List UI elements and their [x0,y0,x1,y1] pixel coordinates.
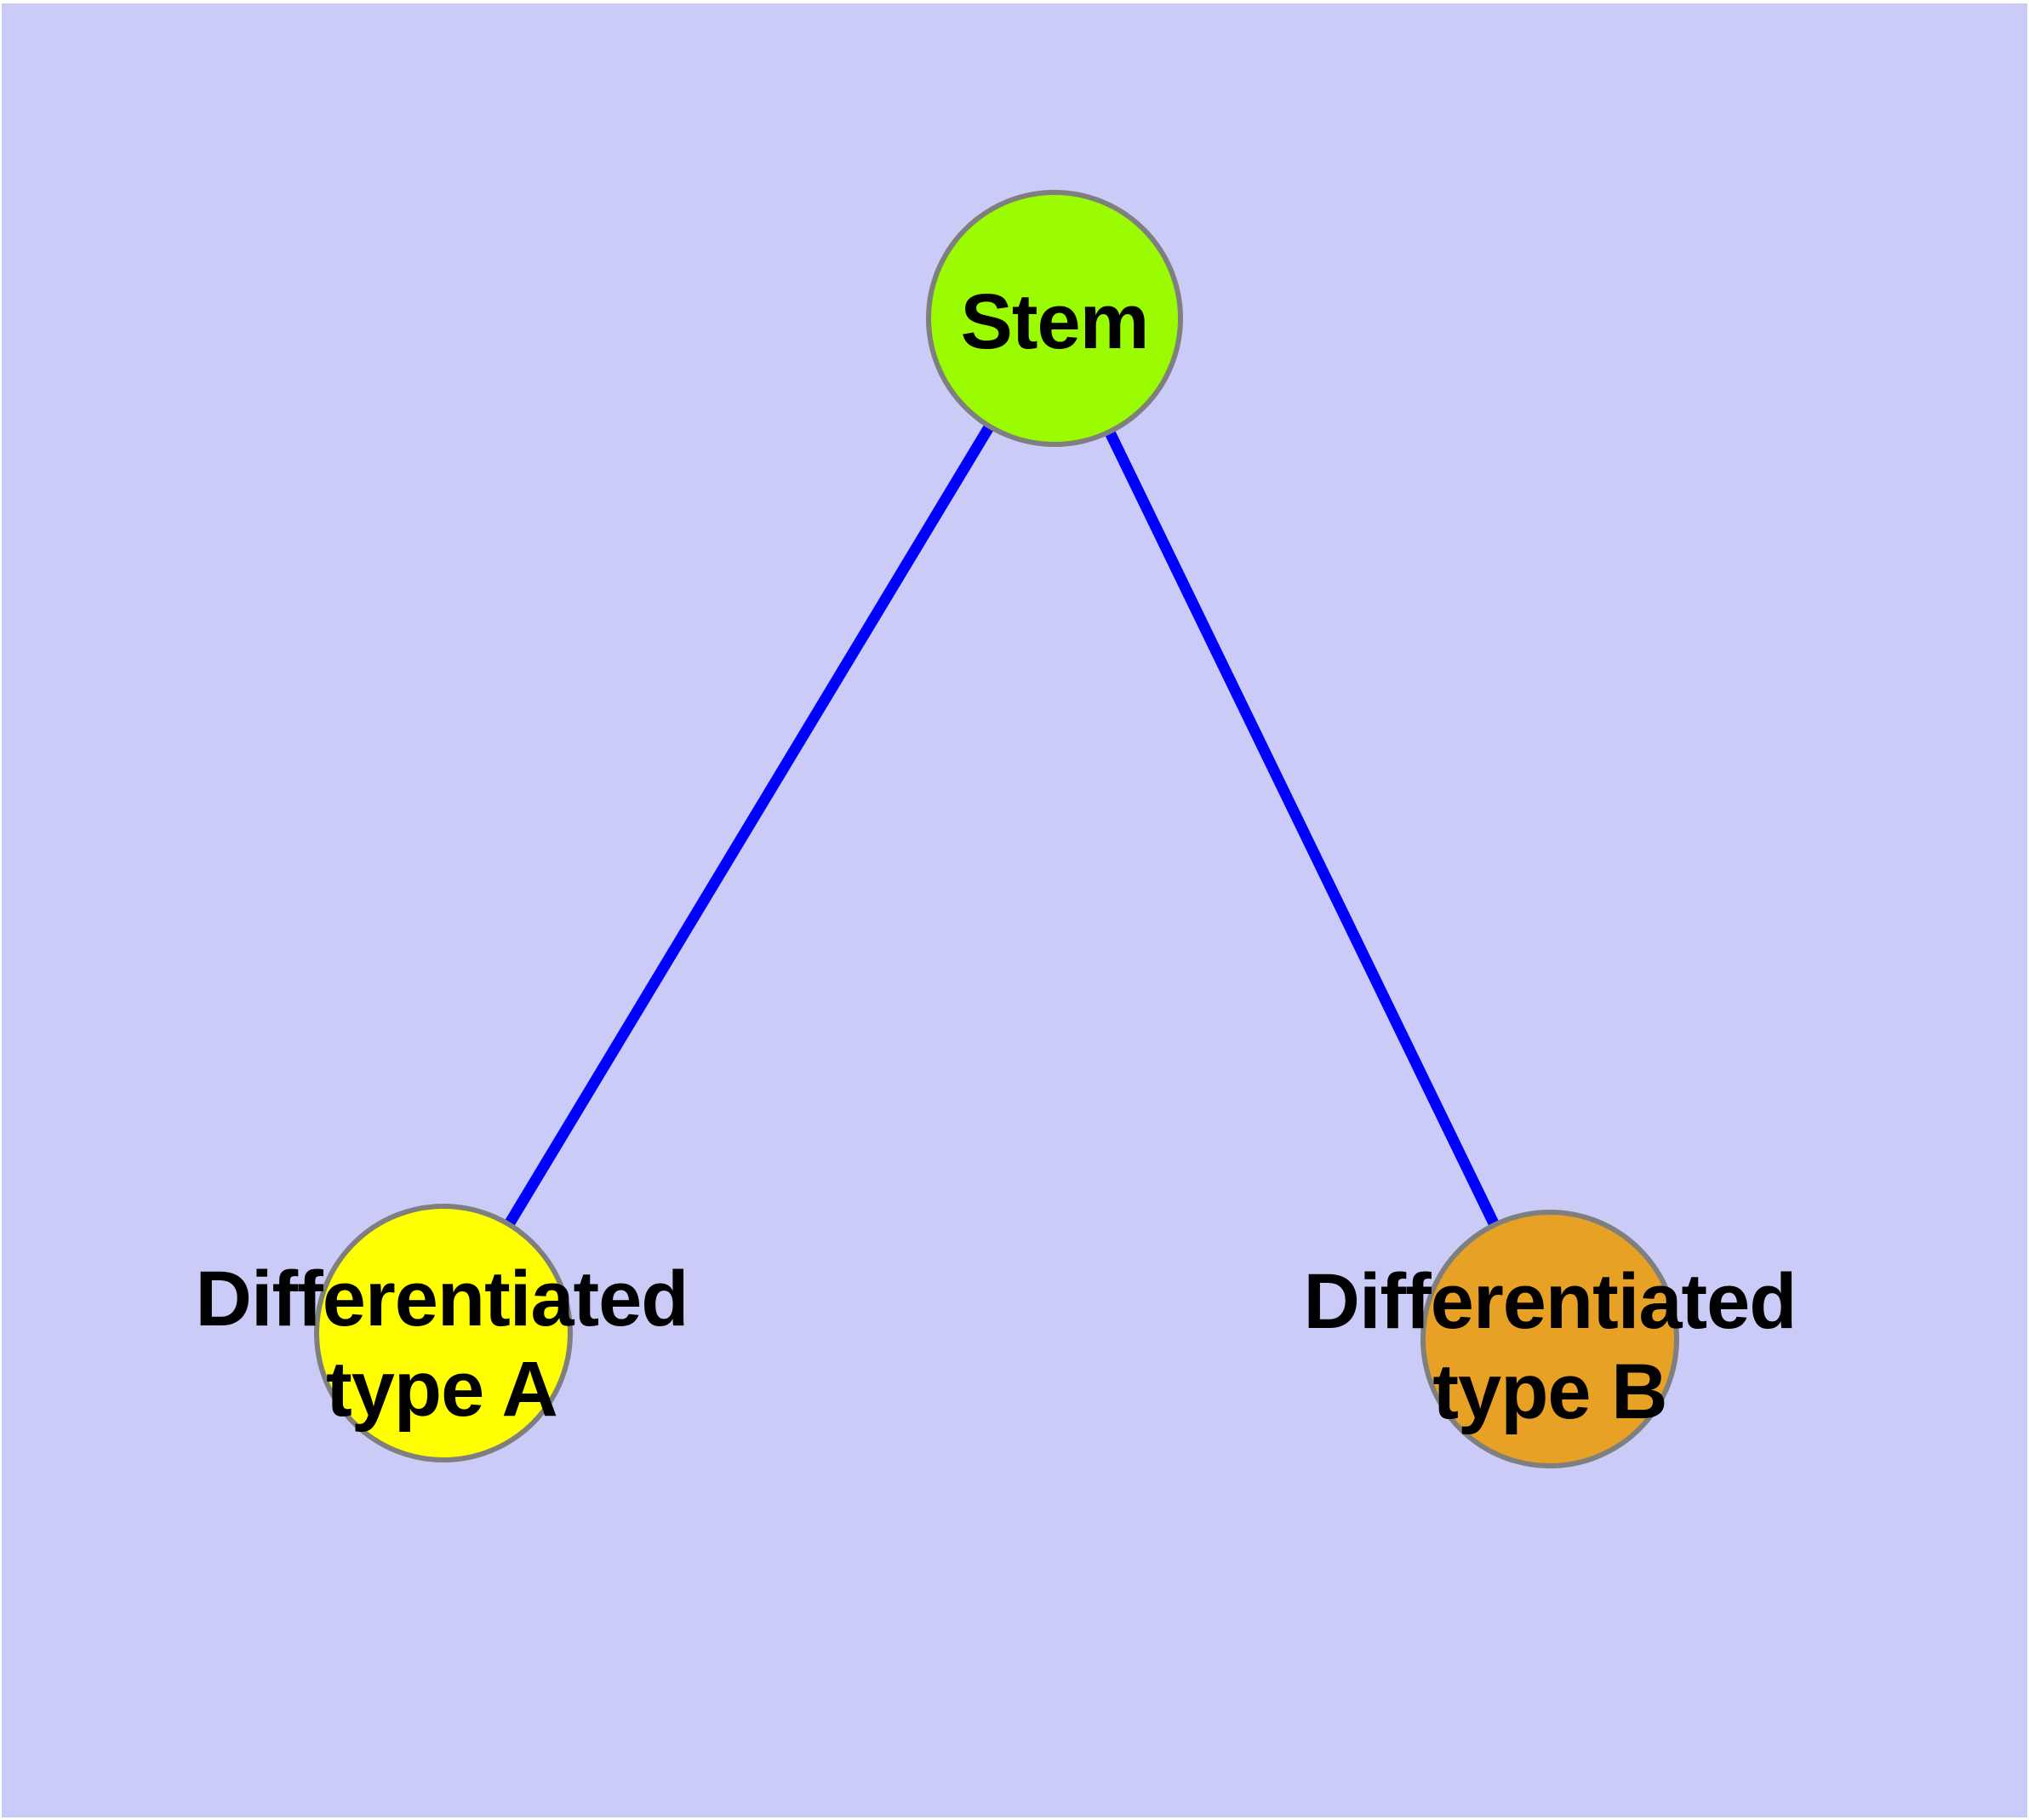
node-type-a-label-line2: type A [326,1346,558,1433]
node-type-b-label-line1: Differentiated [1303,1258,1798,1345]
diagram-background: Stem Differentiated type A Differentiate… [2,3,2027,1817]
edge-stem-to-type-a[interactable] [438,315,1060,1336]
node-type-b-label-line2: type B [1432,1348,1667,1435]
edge-stem-to-type-b[interactable] [1049,316,1555,1342]
node-type-b-circle[interactable] [1420,1210,1679,1468]
node-type-a-circle[interactable] [314,1204,573,1462]
node-stem-circle[interactable] [926,190,1183,447]
node-type-a-label: Differentiated type A [196,1254,689,1434]
node-stem-label: Stem [960,278,1150,365]
node-type-a-label-line1: Differentiated [195,1256,689,1342]
node-type-b-label: Differentiated type B [1303,1256,1798,1437]
graph-svg [2,3,2027,1817]
